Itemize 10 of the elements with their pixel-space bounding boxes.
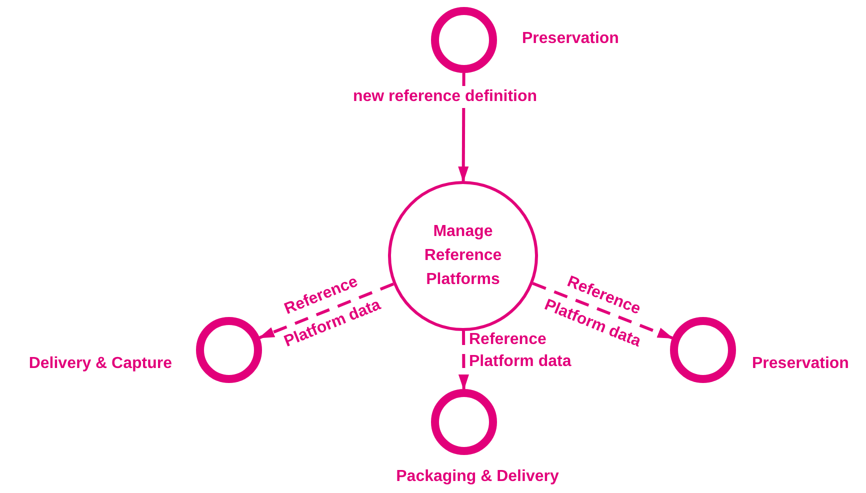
arrow	[258, 282, 394, 340]
node-label: Preservation	[752, 354, 850, 374]
node-label: Delivery & Capture	[28, 354, 172, 374]
node-label: Manage Reference Platforms	[423, 222, 503, 290]
arrow	[532, 282, 674, 340]
node-label: Preservation	[522, 29, 620, 49]
arrow	[458, 330, 470, 390]
edge-label: Reference Platform data	[469, 331, 572, 372]
node-label: Packaging & Delivery	[395, 467, 560, 487]
process-circle	[388, 181, 538, 331]
